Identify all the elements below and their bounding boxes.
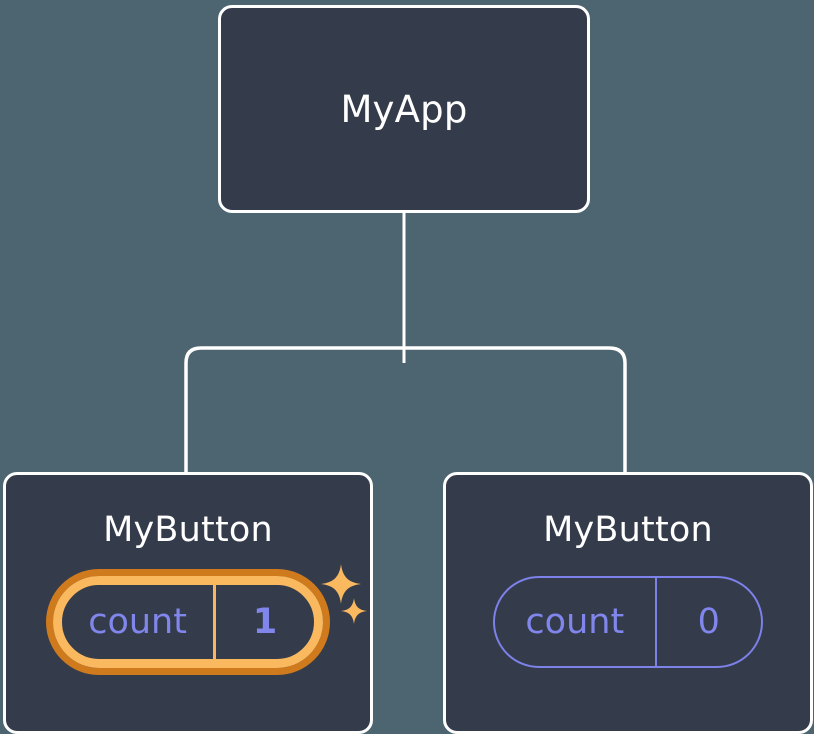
sparkle-large-icon <box>321 564 361 604</box>
node-mybutton-right-label: MyButton <box>543 510 713 550</box>
node-myapp[interactable]: MyApp <box>218 5 590 213</box>
state-value-right: 0 <box>697 601 720 642</box>
node-mybutton-left-label: MyButton <box>103 510 273 550</box>
state-key-right: count <box>525 601 625 642</box>
state-value-left: 1 <box>252 601 278 642</box>
node-mybutton-right[interactable]: MyButton count 0 <box>443 472 813 734</box>
node-myapp-label: MyApp <box>340 87 468 131</box>
state-pill-left[interactable]: count 1 <box>53 576 323 668</box>
node-mybutton-left[interactable]: MyButton count 1 <box>3 472 373 734</box>
sparkle-small-icon <box>341 598 367 624</box>
state-pill-wrapper-right: count 0 <box>493 576 763 668</box>
state-pill-divider-left <box>213 585 217 659</box>
state-pill-divider-right <box>654 578 657 666</box>
state-pill-wrapper-left: count 1 <box>53 564 367 668</box>
state-pill-right[interactable]: count 0 <box>493 576 763 668</box>
state-key-left: count <box>88 601 187 642</box>
sparkle-group <box>315 564 375 654</box>
connector-branch-bus <box>184 346 627 472</box>
